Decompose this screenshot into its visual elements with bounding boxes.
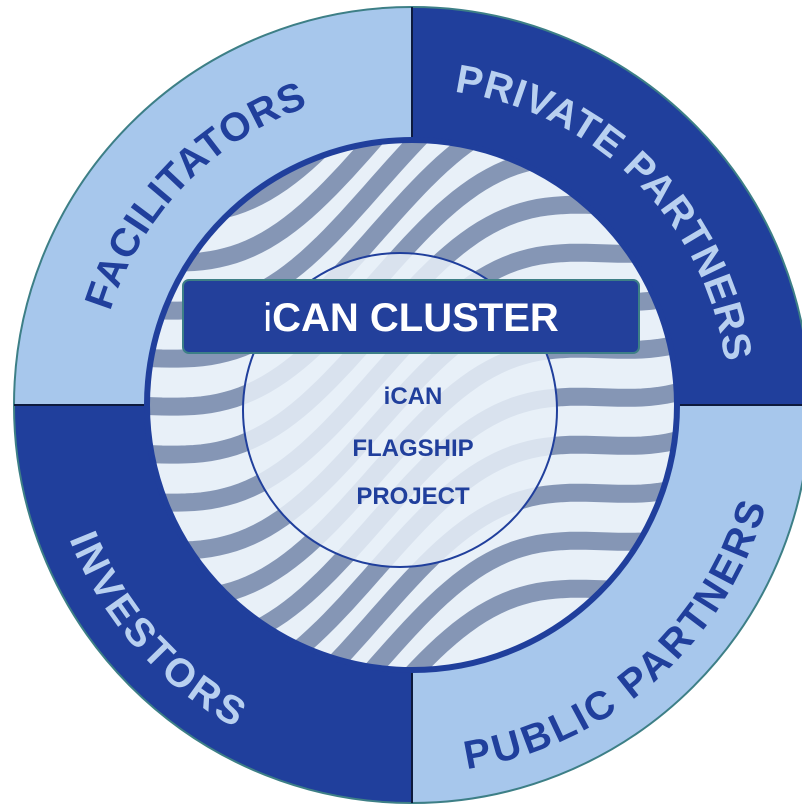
center-line-1: iCAN (384, 383, 443, 410)
cluster-label-bar (182, 279, 640, 354)
center-line-3: PROJECT (356, 483, 470, 510)
center-line-1-prefix: i (384, 383, 391, 410)
cluster-label-prefix: i (263, 296, 272, 340)
center-line-2: FLAGSHIP (352, 435, 473, 462)
center-line-1-rest: CAN (390, 383, 442, 410)
inner-circle-outline (144, 137, 680, 673)
cluster-label-rest: CAN CLUSTER (272, 296, 559, 340)
cluster-label: iCAN CLUSTER (263, 296, 559, 340)
wave-stripe (147, 140, 677, 272)
wave-stripe (147, 472, 677, 670)
wave-stripe (147, 520, 677, 670)
